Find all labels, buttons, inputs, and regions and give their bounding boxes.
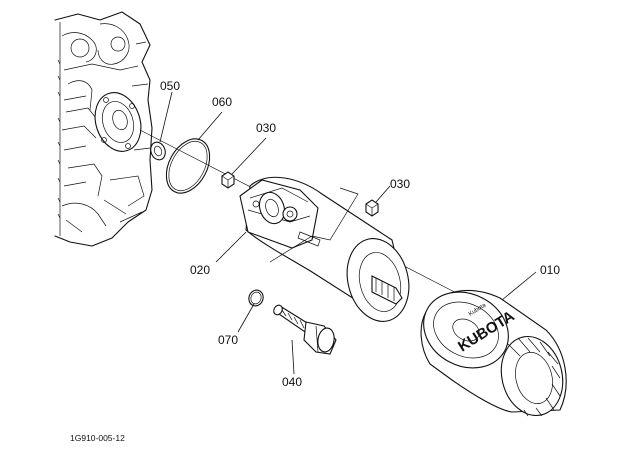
label-070: 070 [218, 333, 238, 347]
label-010: 010 [540, 263, 560, 277]
part-070-o-ring [248, 289, 264, 307]
diagram-code: 1G910-005-12 [70, 433, 125, 443]
part-030-plug-left [221, 171, 235, 189]
part-060-o-ring [165, 138, 211, 194]
part-020-filter-housing [239, 176, 410, 322]
engine-block [54, 11, 153, 247]
part-050-gasket [150, 141, 166, 161]
label-020: 020 [190, 263, 210, 277]
label-030-right: 030 [390, 177, 410, 191]
label-040: 040 [282, 375, 302, 389]
part-010-oil-filter: KUBOTA Kubota [420, 289, 567, 417]
label-050: 050 [160, 79, 180, 93]
label-030-left: 030 [256, 121, 276, 135]
leader-lines [159, 91, 537, 375]
part-040-hollow-bolt [273, 304, 337, 355]
label-060: 060 [212, 95, 232, 109]
part-030-plug-right [365, 199, 379, 217]
